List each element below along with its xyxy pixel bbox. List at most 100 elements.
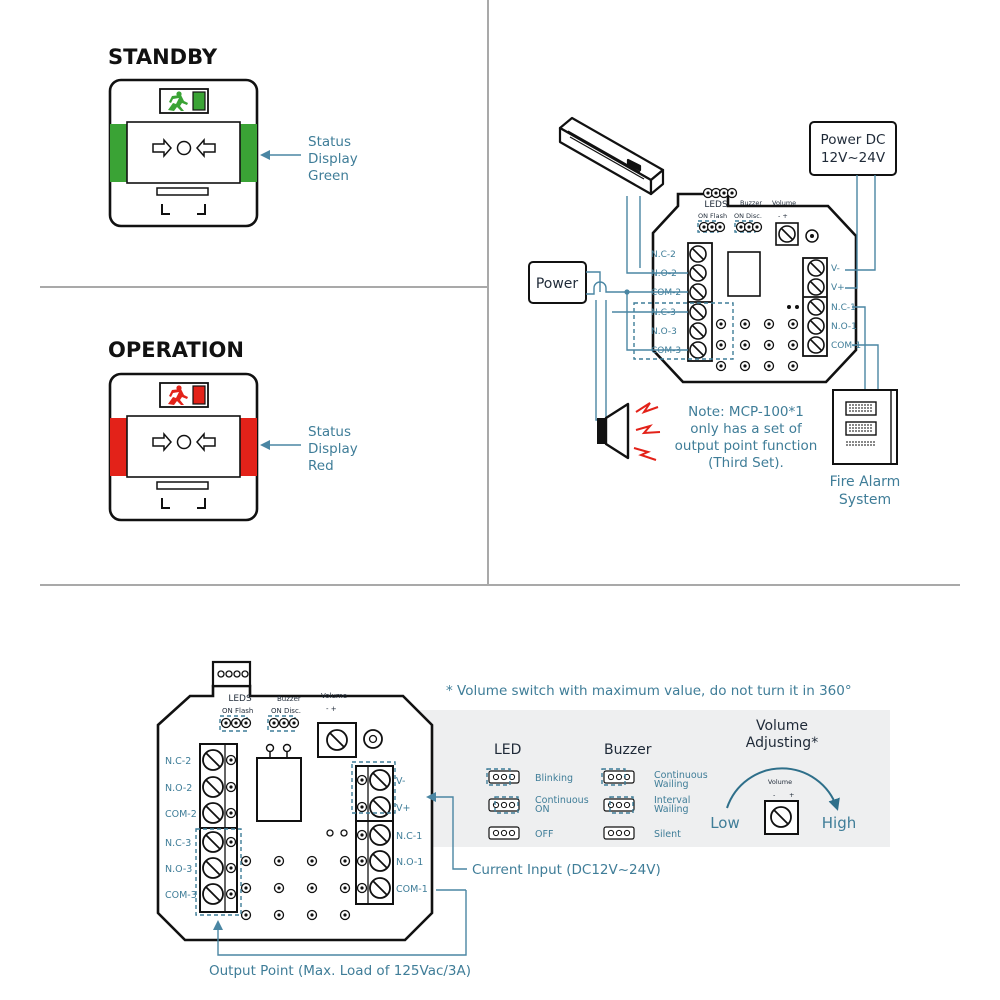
right-terminal-block <box>355 765 394 905</box>
terminal-label: V+ <box>831 283 845 293</box>
terminal-label: N.C-3 <box>165 838 191 849</box>
current-input-highlight <box>351 761 396 814</box>
terminal-label: COM-1 <box>831 341 861 351</box>
volume-low-label: Low <box>710 814 740 832</box>
buzzer-jumper <box>735 221 763 233</box>
callout-line-3: Green <box>308 168 349 184</box>
volume-mini-label: Volume <box>768 778 792 786</box>
slot <box>156 187 209 196</box>
terminal-label: COM-3 <box>165 890 197 901</box>
terminal-label: N.O-3 <box>651 327 677 337</box>
volume-adjust-title-2: Adjusting* <box>746 735 818 751</box>
jumper-blinking-icon <box>486 768 520 786</box>
leds-sub-label: ON Flash <box>222 707 253 715</box>
right-terminal-screws <box>807 259 825 354</box>
volume-plus: + <box>789 791 794 799</box>
buzzer-mode-label: Interval <box>654 795 690 806</box>
led-mode-label: OFF <box>535 829 553 840</box>
output-point-arrow <box>213 890 467 956</box>
buzzer-jumper-highlight <box>734 220 756 233</box>
led-legend-title: LED <box>494 742 521 758</box>
terminal-label: N.O-1 <box>831 322 857 332</box>
wiring-panel: LEDS ON Flash Buzzer ON Disc. Volume - +… <box>528 116 901 508</box>
board-holes <box>240 829 351 921</box>
fire-alarm-line-2: System <box>839 492 891 508</box>
siren-speaker-icon <box>597 402 661 461</box>
terminal-label: N.O-3 <box>165 864 192 875</box>
output-point-highlight <box>195 828 242 916</box>
current-input-arrow <box>426 792 467 870</box>
buzzer-sub-label: ON Disc. <box>271 707 301 715</box>
standby-panel: STANDBY Status Display Green <box>108 45 358 228</box>
relay <box>256 743 302 822</box>
terminal-label: COM-1 <box>396 884 428 895</box>
buzzer-jumper <box>268 717 300 729</box>
left-status-bar <box>110 124 127 182</box>
volume-high-label: High <box>822 814 856 832</box>
power-dc-line-2: 12V~24V <box>821 150 886 166</box>
board-connector-pins <box>217 670 249 678</box>
leds-jumper-highlight <box>697 220 719 233</box>
led-mode-label: Continuous <box>535 795 589 806</box>
note-line-4: (Third Set). <box>708 455 784 471</box>
buzzer-mode-label: Wailing <box>654 804 689 815</box>
terminal-label: N.O-2 <box>651 269 677 279</box>
output-point-label: Output Point (Max. Load of 125Vac/3A) <box>209 963 471 979</box>
terminal-label: N.C-1 <box>831 303 856 313</box>
power-box <box>528 261 587 304</box>
volume-sub-label: - + <box>326 705 337 713</box>
volume-sub-label: - + <box>778 212 788 220</box>
jumper-silent-icon <box>603 826 635 840</box>
callout-line-1: Status <box>308 134 351 150</box>
status-led <box>192 91 206 111</box>
led-mode-label: Blinking <box>535 773 573 784</box>
callout-line-2: Display <box>308 441 358 457</box>
slot <box>156 481 209 490</box>
terminal-label: COM-3 <box>651 346 681 356</box>
operation-heading: OPERATION <box>108 338 244 362</box>
left-terminal-block <box>199 743 238 913</box>
buzzer-mode-label: Wailing <box>654 779 689 790</box>
leds-jumper <box>698 221 726 233</box>
push-direction-icon <box>152 432 216 452</box>
buzzer-sub-label: ON Disc. <box>734 212 762 220</box>
right-status-bar <box>240 124 257 182</box>
power-box-label: Power <box>536 276 579 292</box>
callout-line-2: Display <box>308 151 358 167</box>
jumper-continuous-icon <box>488 796 520 814</box>
leds-label: LEDS <box>228 694 252 704</box>
jumper-off-icon <box>488 826 520 840</box>
fire-alarm-panel-icon <box>832 389 898 465</box>
settings-panel: * Volume switch with maximum value, do n… <box>156 660 890 979</box>
leds-sub-label: ON Flash <box>698 212 727 220</box>
terminal-label: V- <box>396 776 405 787</box>
wires <box>586 175 879 441</box>
terminal-label: V+ <box>396 803 410 814</box>
bracket-icon <box>161 498 206 509</box>
magnetic-lock-icon <box>558 116 665 196</box>
note-line-3: output point function <box>675 438 818 454</box>
buzzer-mode-label: Continuous <box>654 770 708 781</box>
buzzer-mode-label: Silent <box>654 829 681 840</box>
power-dc-box <box>809 121 897 176</box>
fire-alarm-line-1: Fire Alarm <box>830 474 901 490</box>
buzzer-label: Buzzer <box>277 695 301 703</box>
terminal-label: N.O-2 <box>165 783 192 794</box>
terminal-label: N.C-2 <box>651 250 676 260</box>
push-direction-icon <box>152 138 216 158</box>
volume-note: * Volume switch with maximum value, do n… <box>446 683 852 699</box>
note-line-1: Note: MCP-100*1 <box>688 404 804 420</box>
right-status-bar <box>240 418 257 476</box>
buzzer-label: Buzzer <box>740 199 762 207</box>
terminal-label: N.O-1 <box>396 857 423 868</box>
terminal-label: N.C-2 <box>165 756 191 767</box>
callout-line-3: Red <box>308 458 334 474</box>
volume-adjust-title-1: Volume <box>756 718 808 734</box>
current-input-label: Current Input (DC12V~24V) <box>472 862 661 878</box>
volume-label: Volume <box>772 199 796 207</box>
board-holes <box>715 305 799 372</box>
relay <box>727 251 761 297</box>
bracket-icon <box>161 204 206 215</box>
led-mode-label: ON <box>535 804 550 815</box>
